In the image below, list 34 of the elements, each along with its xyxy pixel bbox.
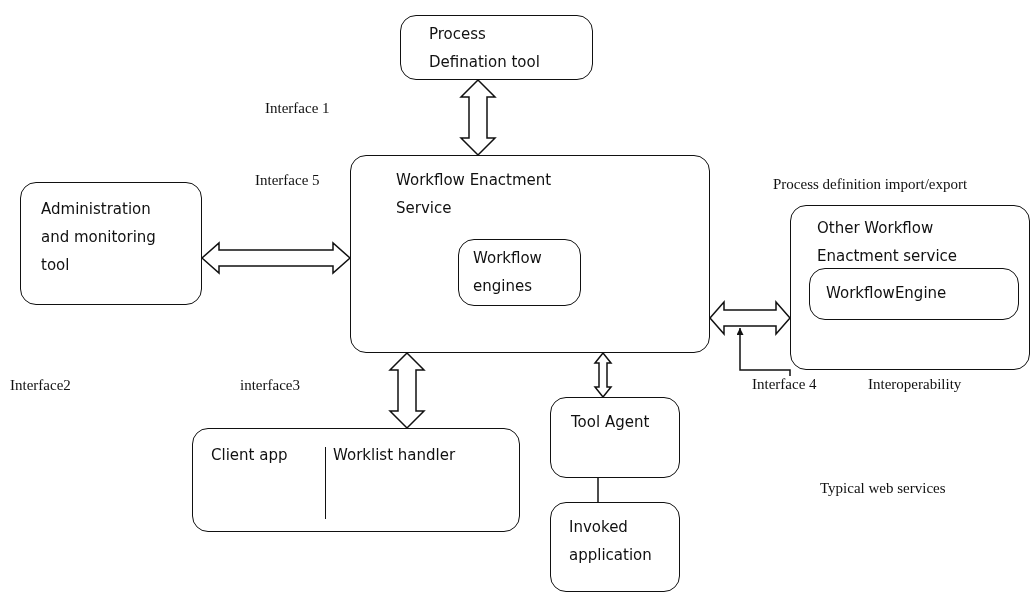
double-arrow	[709, 300, 791, 336]
process-box	[550, 502, 680, 592]
inner-box	[458, 239, 581, 306]
box-label: WorkflowEngine	[826, 283, 947, 304]
box-label: Invoked application	[569, 517, 653, 566]
process-box	[350, 155, 710, 353]
process-box	[400, 15, 593, 80]
annotation-label: Process definition import/export	[773, 176, 968, 193]
box-label: Other Workflow Enactment service	[817, 218, 959, 267]
process-box	[192, 428, 520, 532]
annotation-label: Interface 5	[255, 172, 320, 189]
box-label: Client app	[211, 445, 288, 466]
annotation-label: Interface2	[10, 377, 71, 394]
process-box	[20, 182, 202, 305]
annotation-label: interface3	[240, 377, 300, 394]
box-label: Tool Agent	[571, 412, 650, 433]
double-arrow	[200, 241, 352, 275]
box-label: Worklist handler	[333, 445, 456, 466]
inner-box	[809, 268, 1019, 320]
process-box	[790, 205, 1030, 370]
annotation-label: Typical web services	[820, 480, 946, 497]
double-arrow	[459, 78, 497, 157]
connector-line	[597, 477, 599, 503]
process-box	[550, 397, 680, 478]
annotation-label: Interface 1	[265, 100, 330, 117]
box-label: Workflow Enactment Service	[396, 170, 553, 219]
box-label: Process Defination tool	[429, 24, 541, 73]
annotation-label: Interface 4	[752, 376, 817, 393]
double-arrow	[388, 351, 426, 430]
box-label: Workflow engines	[473, 248, 543, 297]
box-label: Administration and monitoring tool	[41, 199, 157, 276]
annotation-label: Interoperability	[868, 376, 962, 393]
double-arrow	[593, 351, 613, 399]
leader-line	[736, 327, 791, 377]
